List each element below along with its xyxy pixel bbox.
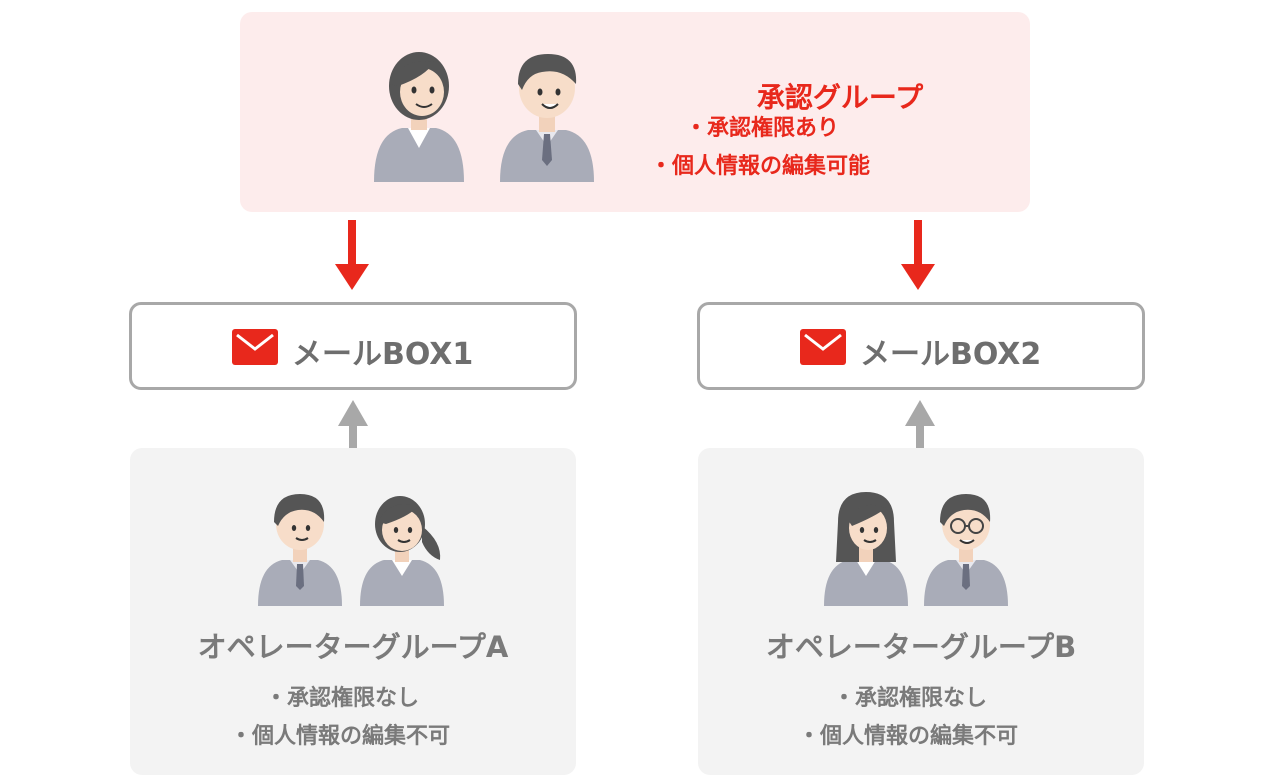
man-avatar-icon: [258, 494, 342, 606]
down-arrow-icon: [901, 220, 935, 290]
approval-group-panel: 承認グループ ・承認権限あり ・個人情報の編集可能: [240, 12, 1030, 212]
up-arrow-icon: [338, 400, 368, 468]
man-with-glasses-avatar-icon: [924, 494, 1008, 606]
woman-avatar-icon: [374, 52, 464, 182]
operator-edit-line: ・個人情報の編集不可: [230, 724, 451, 749]
mail-icon: [232, 329, 278, 365]
woman-avatar-icon: [824, 492, 908, 606]
operator-group-a-panel: オペレーターグループA ・承認権限なし ・個人情報の編集不可: [130, 448, 576, 775]
up-arrow-icon: [905, 400, 935, 468]
mail-icon: [800, 329, 846, 365]
woman-avatar-icon: [360, 496, 444, 606]
operator-group-b-panel: オペレーターグループB ・承認権限なし ・個人情報の編集不可: [698, 448, 1144, 775]
mailbox-2: メールBOX2: [697, 302, 1145, 390]
man-avatar-icon: [500, 54, 594, 182]
operator-group-title: オペレーターグループB: [765, 630, 1077, 664]
approval-edit-line: ・個人情報の編集可能: [650, 154, 871, 179]
operator-edit-line: ・個人情報の編集不可: [798, 724, 1019, 749]
approval-permission-line: ・承認権限あり: [685, 116, 840, 141]
operator-permission-line: ・承認権限なし: [833, 686, 988, 711]
approval-group-title: 承認グループ: [756, 81, 924, 114]
operator-group-title: オペレーターグループA: [197, 630, 509, 664]
mailbox-1: メールBOX1: [129, 302, 577, 390]
mailbox-label: メールBOX2: [860, 337, 1042, 372]
down-arrow-icon: [335, 220, 369, 290]
operator-permission-line: ・承認権限なし: [265, 686, 420, 711]
mailbox-label: メールBOX1: [292, 337, 474, 372]
